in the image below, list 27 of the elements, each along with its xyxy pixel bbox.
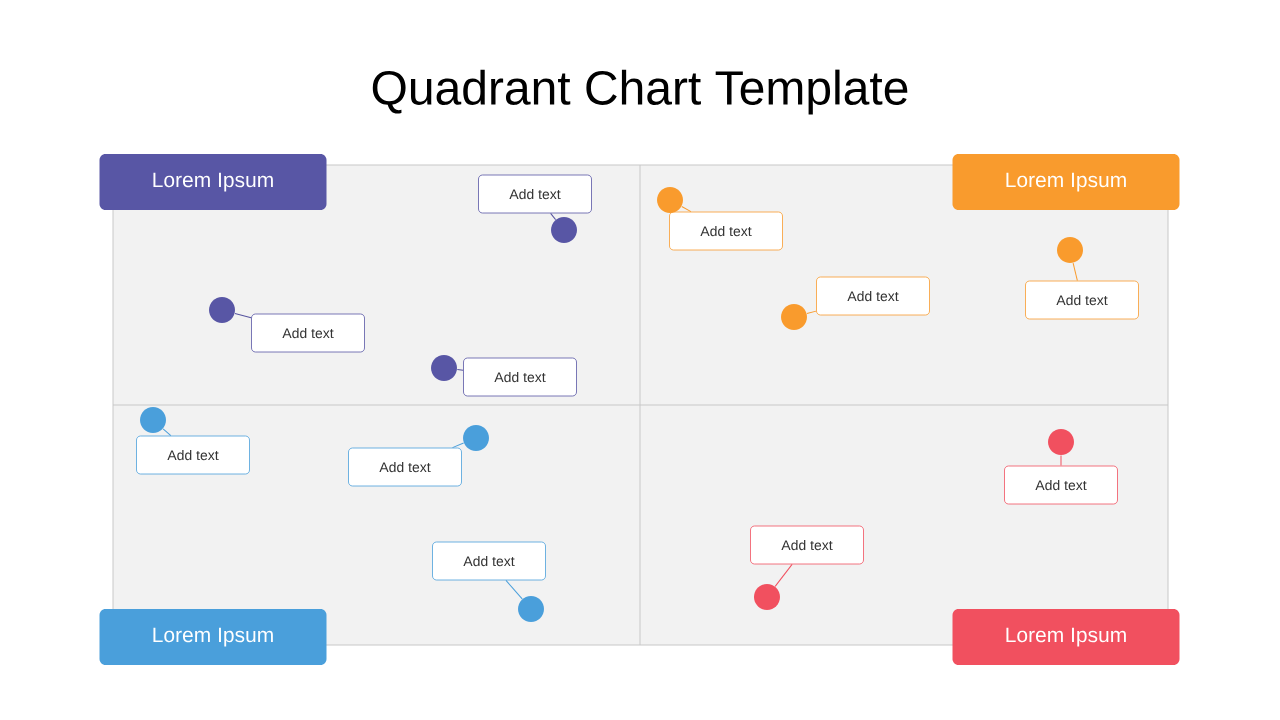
marker-dot bbox=[463, 425, 489, 451]
marker-dot bbox=[781, 304, 807, 330]
callout-box: Add text bbox=[750, 525, 864, 565]
marker-dot bbox=[657, 187, 683, 213]
title: Quadrant Chart Template bbox=[372, 69, 908, 115]
callout-box: Add text bbox=[1025, 280, 1139, 320]
callout-box: Add text bbox=[251, 313, 365, 353]
marker-dot bbox=[1057, 237, 1083, 263]
callout-box: Add text bbox=[463, 357, 577, 397]
marker-dot bbox=[431, 355, 457, 381]
marker-dot bbox=[518, 596, 544, 622]
quadrant-label: Lorem Ipsum bbox=[952, 609, 1180, 665]
callout-box: Add text bbox=[669, 211, 783, 251]
callout-box: Add text bbox=[136, 435, 250, 475]
callout-box: Add text bbox=[478, 174, 592, 214]
callout-box: Add text bbox=[1004, 465, 1118, 505]
callout-box: Add text bbox=[816, 276, 930, 316]
quadrant-label: Lorem Ipsum bbox=[99, 609, 327, 665]
quadrant-label: Lorem Ipsum bbox=[952, 154, 1180, 210]
callout-box: Add text bbox=[348, 447, 462, 487]
marker-dot bbox=[209, 297, 235, 323]
marker-dot bbox=[140, 407, 166, 433]
marker-dot bbox=[754, 584, 780, 610]
quadrant-label: Lorem Ipsum bbox=[99, 154, 327, 210]
callout-box: Add text bbox=[432, 541, 546, 581]
marker-dot bbox=[1048, 429, 1074, 455]
marker-dot bbox=[551, 217, 577, 243]
